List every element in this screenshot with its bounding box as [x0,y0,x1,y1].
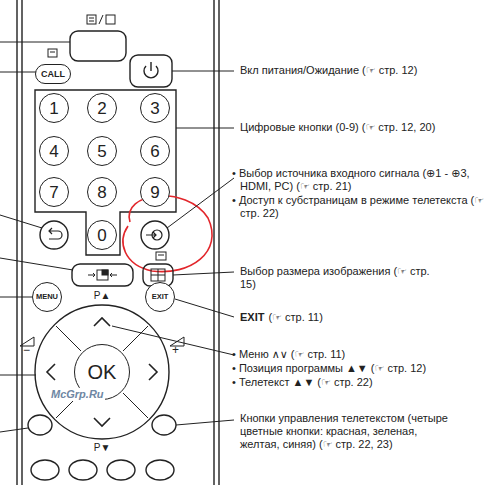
digit-frame [35,90,176,255]
ring-separators [56,326,148,418]
power-symbol [144,62,158,78]
button-label: 6 [150,143,159,160]
colour-button [31,460,59,480]
digit-button: 0 [87,220,117,250]
button-label: CALL [41,70,65,79]
return-button [40,221,68,249]
button-label: 8 [97,184,106,201]
call-button: CALL [35,64,71,84]
digit-button: 4 [39,136,69,166]
button-label: 0 [97,227,106,244]
callout-text: • Меню ∧∨ (☞ стр. 11) [240,348,495,361]
callout-text: • Позиция программы ▲▼ (☞ стр. 12) [240,362,495,375]
colour-button [107,460,135,480]
digit-button: 1 [39,93,69,123]
input-icon [146,230,162,240]
callout-text: Кнопки управления телетекстом (четыре цв… [240,412,455,451]
channel-label: P▲ [94,289,111,302]
channel-label: P▼ [94,441,111,454]
freeze-icon [88,270,117,280]
call-icon [48,49,57,57]
power-button [130,55,172,87]
colour-button [28,415,52,435]
button-label: 2 [97,100,106,117]
digit-button: 3 [140,93,170,123]
callout-text: Вкл питания/Ожидание (☞ стр. 12) [240,64,495,77]
digit-button: 7 [39,177,69,207]
button-label: 1 [49,100,58,117]
button-label: EXIT [152,293,169,301]
leader-lines [0,42,234,432]
button-label: 7 [49,184,58,201]
return-icon [49,228,62,239]
button-label: 9 [150,184,159,201]
callout-text: • Доступ к субстраницам в режиме телетек… [240,194,485,220]
watermark: McGrp.Ru [50,388,105,401]
callout-text: EXIT [240,311,264,324]
highlight-circle [123,196,212,272]
menu-button: MENU [32,282,62,312]
button-label: MENU [36,293,58,301]
callout-text: Выбор размера изображения (☞ стр. 15) [240,265,445,291]
button-label: 5 [97,143,106,160]
navigation-ring [35,305,169,439]
digit-button: 8 [87,177,117,207]
colour-button [146,460,174,480]
freeze-button [72,264,133,286]
button-label: 3 [150,100,159,117]
callout-text: (☞ стр. 11) [268,311,322,324]
teletext-button [70,31,126,61]
colour-button [152,415,176,435]
teletext-icon [87,15,115,24]
exit-button: EXIT [145,282,175,312]
size-icon [151,269,165,281]
colour-button [69,460,97,480]
button-label: 4 [49,143,58,160]
digit-button: 2 [87,93,117,123]
callout-text: • Выбор источника входного сигнала (⊕1 -… [240,167,485,193]
input-button [141,221,169,249]
remote-body [17,0,219,485]
callout-text: Цифровые кнопки (0-9) (☞ стр. 12, 20) [240,121,495,134]
volume-sign: − [23,344,30,357]
subpage-icon [156,252,166,260]
digit-button: 6 [140,136,170,166]
arrow-chevrons [47,318,157,426]
button-label: OK [88,362,117,382]
volume-sign: + [172,344,179,357]
digit-button: 5 [87,136,117,166]
digit-button: 9 [140,177,170,207]
callout-text: • Телетекст ▲▼ (☞ стр. 22) [240,376,495,389]
